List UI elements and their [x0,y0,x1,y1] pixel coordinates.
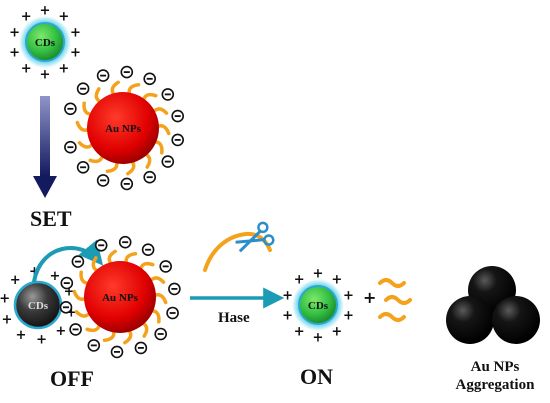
negative-charge-icon [71,255,85,268]
negative-charge-icon [171,133,184,147]
negative-charge-icon [143,72,156,86]
aunp-off-particle: Au NPs [59,235,181,359]
aunp-aggregate [446,266,540,344]
cd-top-label: CDs [35,37,56,49]
negative-charge-icon [143,170,156,184]
negative-charge-icon [141,243,155,256]
cd-off-label: CDs [28,300,49,312]
positive-charge-icon: + [331,273,342,288]
positive-charge-icon: + [282,308,293,323]
negative-charge-icon [69,323,82,336]
aggregation-label-line1: Au NPs [471,359,520,375]
on-label: ON [300,364,333,389]
cd-top-charges: ++++++++++ [9,4,81,83]
negative-charge-icon [76,82,90,95]
positive-charge-icon: + [40,4,51,19]
negative-charge-icon [168,282,181,296]
positive-charge-icon: + [55,324,66,339]
aggregate-sphere [492,296,540,344]
transfer-arrow [32,239,104,283]
negative-charge-icon [76,161,90,174]
positive-charge-icon: + [66,306,77,321]
negative-charge-icon [59,300,73,314]
positive-charge-icon: + [343,289,354,304]
positive-charge-icon: + [10,273,21,288]
positive-charge-icon: + [58,61,69,76]
negative-charge-icon [120,65,134,79]
free-ligands [378,278,412,322]
aunp-top-particle: Au NPs [64,65,184,191]
negative-charge-icon [120,177,134,191]
negative-charge-icon [96,69,110,82]
hase-label: Hase [218,310,250,326]
aunp-top-label: Au NPs [105,123,141,135]
positive-charge-icon: + [16,328,27,343]
positive-charge-icon: + [282,289,293,304]
positive-charge-icon: + [21,61,32,76]
negative-charge-icon [94,239,108,252]
positive-charge-icon: + [58,10,69,25]
aunp-off-label: Au NPs [102,292,138,304]
positive-charge-icon: + [50,269,61,284]
negative-charge-icon [154,327,167,341]
positive-charge-icon: + [21,10,32,25]
positive-charge-icon: + [313,267,324,282]
positive-charge-icon: + [294,273,305,288]
positive-charge-icon: + [294,324,305,339]
plus-sign: + [363,288,376,307]
negative-charge-icon [87,339,101,352]
positive-charge-icon: + [9,26,20,41]
negative-charge-icon [159,260,172,273]
set-label: SET [30,206,72,231]
negative-charge-icon [60,276,74,290]
positive-charge-icon: + [29,265,40,280]
positive-charge-icon: + [36,332,47,347]
negative-charge-icon [166,306,179,320]
negative-charge-icon [96,174,110,187]
off-label: OFF [50,366,94,391]
negative-charge-icon [64,140,77,154]
positive-charge-icon: + [40,68,51,83]
negative-charge-icon [161,155,175,168]
aggregate-sphere [446,296,494,344]
hase-enzyme [203,221,275,272]
positive-charge-icon: + [0,291,10,306]
negative-charge-icon [64,102,77,116]
positive-charge-icon: + [1,312,12,327]
negative-charge-icon [171,109,184,123]
positive-charge-icon: + [9,45,20,60]
cd-top-particle: CDs ++++++++++ [9,4,81,83]
negative-charge-icon [110,345,124,359]
positive-charge-icon: + [343,308,354,323]
positive-charge-icon: + [331,324,342,339]
cd-off-particle: CDs ++++++++++ [0,265,77,348]
cd-on-particle: CDs ++++++++++ [282,267,354,346]
negative-charge-icon [134,341,148,355]
positive-charge-icon: + [313,331,324,346]
cd-on-label: CDs [308,300,329,312]
scissors-icon [235,221,275,253]
positive-charge-icon: + [70,45,81,60]
positive-charge-icon: + [70,26,81,41]
aggregation-label-line2: Aggregation [456,377,536,393]
set-arrow [33,96,57,198]
positive-charge-icon: + [64,285,75,300]
negative-charge-icon [118,235,132,249]
negative-charge-icon [161,88,175,101]
